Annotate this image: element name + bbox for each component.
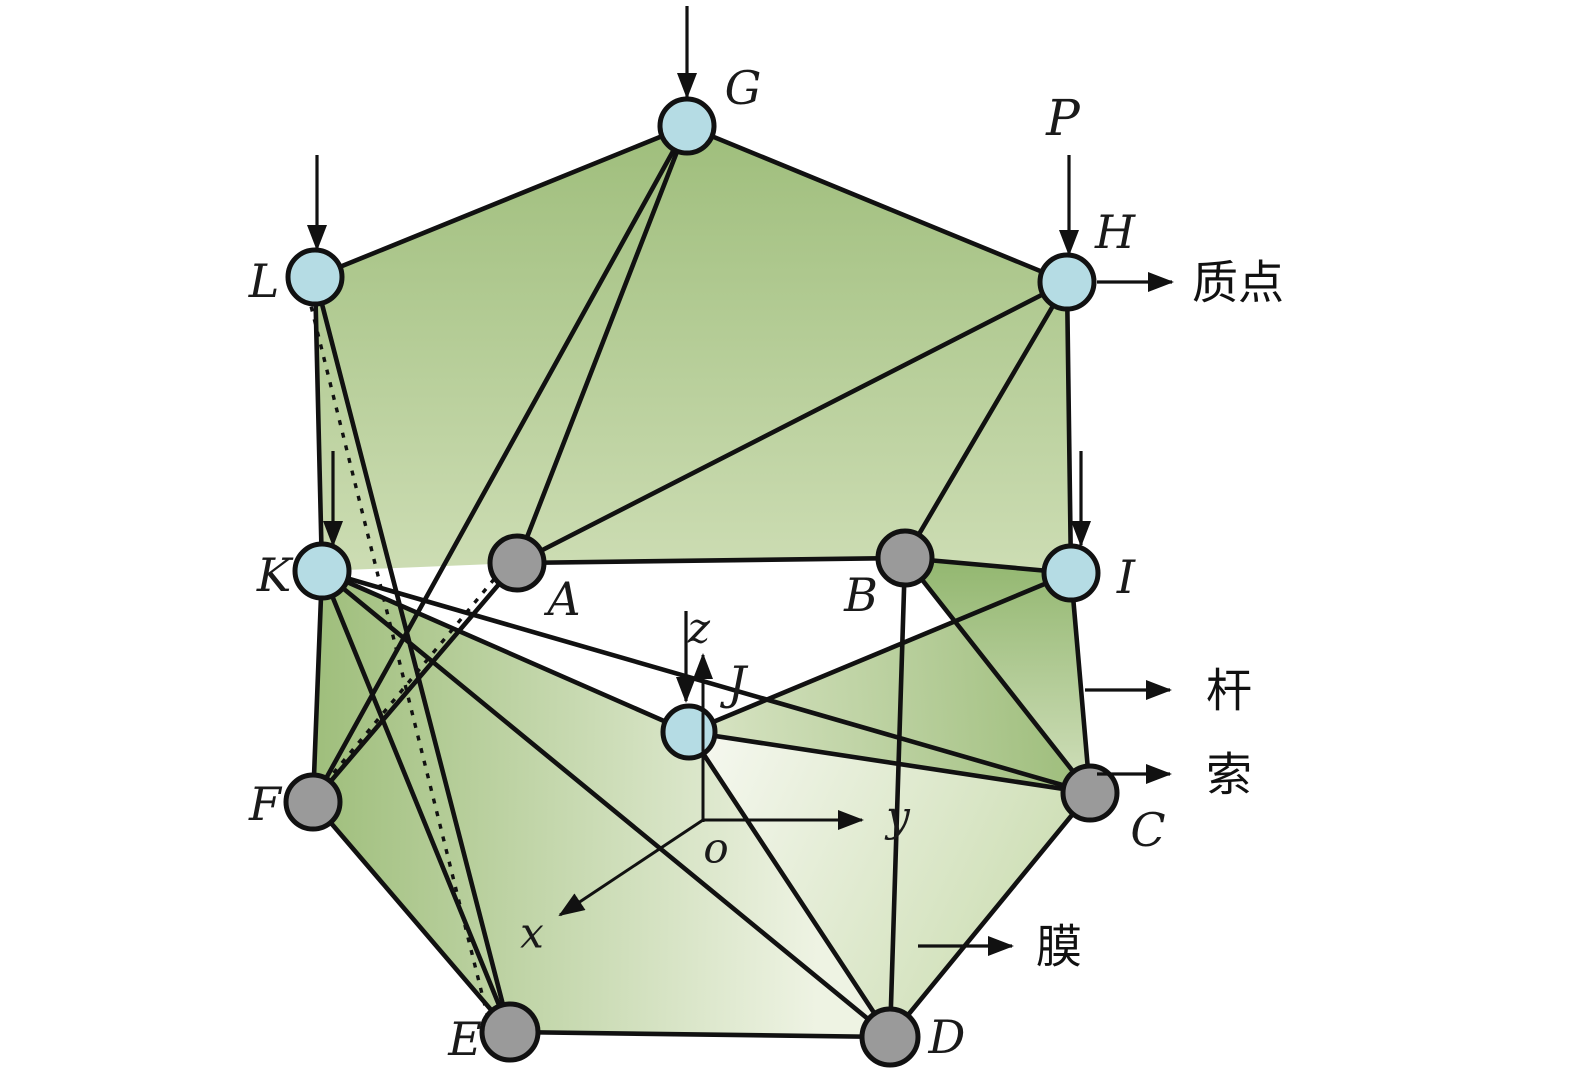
edge-B-D bbox=[887, 555, 908, 1040]
node-F-fixed bbox=[283, 772, 343, 832]
edge-G-H bbox=[684, 123, 1070, 285]
edge-A-B bbox=[514, 555, 908, 566]
annotation-label-rod: 杆 bbox=[1206, 666, 1252, 717]
node-E-fixed bbox=[479, 1001, 541, 1063]
label-node-K: K bbox=[256, 548, 294, 602]
membrane-upper bbox=[315, 126, 1071, 573]
annotation-label-cable: 索 bbox=[1206, 750, 1252, 801]
edge-H-I bbox=[1064, 279, 1074, 576]
edge-J-I bbox=[686, 570, 1074, 735]
axis-label-x: x bbox=[520, 909, 544, 958]
load-p-label: P bbox=[1045, 89, 1081, 147]
dashed-F-A bbox=[315, 570, 502, 795]
edge-K-D bbox=[319, 568, 893, 1040]
node-C-fixed bbox=[1060, 763, 1120, 823]
edge-B-H bbox=[902, 279, 1070, 561]
edge-F-E bbox=[310, 799, 513, 1035]
edge-D-C bbox=[887, 790, 1093, 1040]
edge-F-A bbox=[310, 560, 520, 805]
node-K-mass-point bbox=[292, 541, 352, 601]
label-node-L: L bbox=[248, 254, 280, 308]
edge-A-H bbox=[514, 279, 1070, 566]
axis-x bbox=[558, 818, 704, 917]
edge-J-C bbox=[686, 729, 1093, 796]
axis-label-y: y bbox=[884, 792, 911, 841]
node-G-mass-point bbox=[657, 96, 717, 156]
membrane-j-c-d bbox=[689, 732, 1090, 1037]
node-I-mass-point bbox=[1041, 543, 1101, 603]
label-node-E: E bbox=[447, 1012, 482, 1066]
node-L-mass-point bbox=[285, 247, 345, 307]
node-B-fixed bbox=[875, 528, 935, 588]
label-node-F: F bbox=[248, 777, 283, 831]
edge-K-F bbox=[310, 568, 325, 805]
edge-K-E bbox=[319, 568, 513, 1035]
node-D-fixed bbox=[859, 1006, 921, 1068]
annotation-label-mass-point: 质点 bbox=[1192, 258, 1284, 309]
node-H-mass-point bbox=[1037, 252, 1097, 312]
label-node-D: D bbox=[928, 1010, 966, 1064]
edge-C-I bbox=[1068, 570, 1093, 796]
node-J-mass-point bbox=[660, 703, 718, 761]
edge-L-E bbox=[312, 274, 513, 1035]
label-node-G: G bbox=[725, 61, 762, 115]
axis-label-z: z bbox=[687, 604, 711, 653]
annotation-label-membrane: 膜 bbox=[1036, 922, 1082, 973]
axis-origin-label: o bbox=[703, 824, 728, 873]
label-node-J: J bbox=[720, 656, 749, 710]
label-node-H: H bbox=[1094, 205, 1136, 259]
label-node-A: A bbox=[543, 572, 580, 626]
node-A-fixed bbox=[487, 533, 547, 593]
edge-K-C bbox=[319, 568, 1093, 796]
edge-G-F bbox=[310, 123, 690, 805]
edge-J-D bbox=[686, 729, 893, 1040]
edge-E-D bbox=[507, 1029, 893, 1040]
edge-L-K bbox=[312, 274, 325, 574]
label-node-B: B bbox=[843, 568, 878, 622]
edge-L-G bbox=[312, 123, 690, 280]
label-node-C: C bbox=[1130, 803, 1165, 857]
label-node-I: I bbox=[1116, 550, 1136, 604]
edge-G-A bbox=[514, 123, 690, 566]
edge-B-C bbox=[902, 555, 1093, 796]
